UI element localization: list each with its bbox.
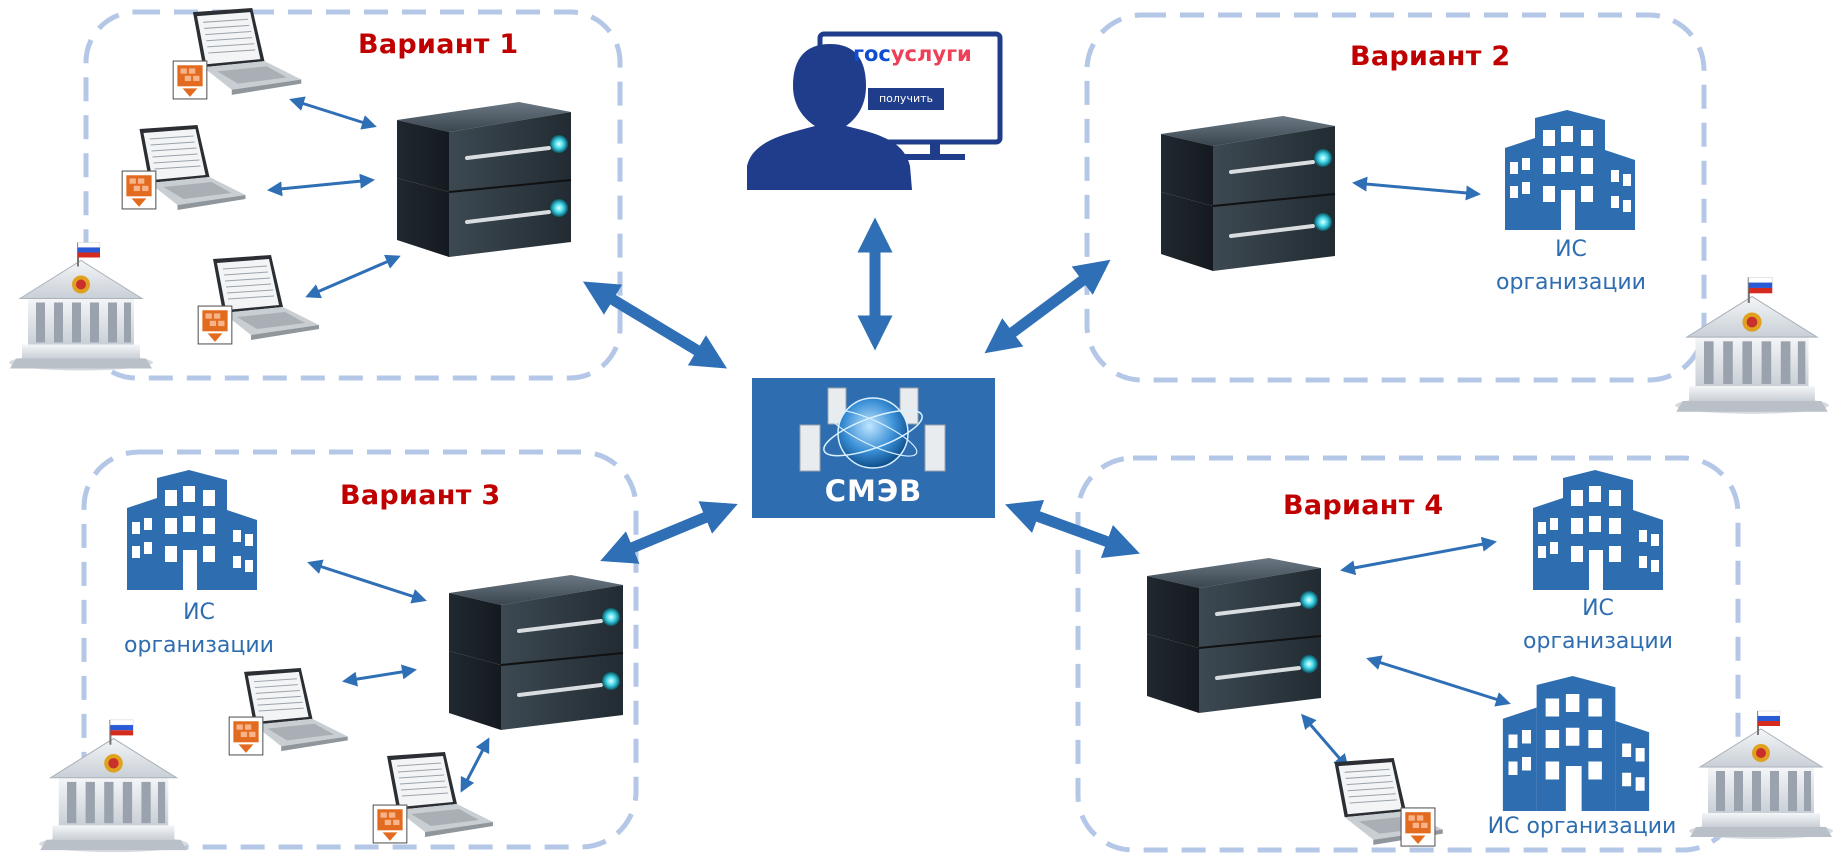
server-icon [1161,116,1335,271]
office-building-icon [127,470,257,590]
certificate-badge-icon [228,716,264,756]
smev-servers-icon [799,387,946,472]
is-org-label-line1: ИС [1555,237,1587,262]
portal-user [747,31,1003,190]
laptop-icon [192,8,302,96]
person-silhouette [747,44,912,190]
office-building-icon [1505,110,1635,230]
arrow-variant2-smev [984,259,1111,354]
government-building-icon [1687,709,1835,841]
is-org-label-v4-top: ИС организации [1513,592,1683,658]
arrow-variant3-smev [600,501,738,564]
is-org-label-v3: ИС организации [114,596,284,662]
variant-3-box [81,449,639,850]
arrow-variant4-smev [1005,499,1140,559]
certificate-badge-icon [372,804,408,844]
is-org-label-v2: ИС организации [1486,233,1656,299]
is-org-label-v4-bottom: ИС организации [1487,814,1677,839]
smev-connectors [582,217,1140,564]
government-building-icon [7,241,155,372]
portal-button-label: получить [878,92,933,105]
variant-2-box [1084,12,1707,383]
is-org-label-line2: организации [1523,629,1673,654]
government-building-icon [38,718,189,854]
server-icon [397,102,571,257]
variant-4-box [1075,455,1741,853]
variant-1-title: Вариант 1 [358,29,519,60]
smev-title: СМЭВ [824,474,923,508]
server-icon [449,575,623,730]
monitor-stand [930,142,940,156]
office-building-icon [1533,470,1663,590]
gosuslugi-logo-part1: гос [853,42,891,66]
certificate-badge-icon [121,170,157,210]
server-icon [1147,558,1321,713]
variant-2-title: Вариант 2 [1350,41,1511,72]
group-boxes [81,9,1741,853]
government-building-icon [1674,276,1830,415]
variant-3-title: Вариант 3 [340,480,501,511]
certificate-badge-icon [172,60,208,100]
monitor-base [905,154,965,160]
is-org-label-line1: ИС [183,600,215,625]
is-org-label-line2: организации [124,633,274,658]
smev-hub [752,378,995,518]
is-org-label-line1: ИС [1582,596,1614,621]
gosuslugi-logo: госуслуги [853,42,972,66]
variant-4-title: Вариант 4 [1283,490,1444,521]
office-building-icon [1502,676,1650,811]
local-connectors [267,96,1511,793]
is-org-label-line2: организации [1496,270,1646,295]
arrow-variant1-smev [582,281,728,369]
certificate-badge-icon [197,305,233,345]
gosuslugi-logo-part2: услуги [890,42,972,66]
variant-1-box [83,9,623,381]
portal-button [868,88,944,110]
variant-4 [1147,470,1835,847]
certificate-badge-icon [1400,807,1436,847]
